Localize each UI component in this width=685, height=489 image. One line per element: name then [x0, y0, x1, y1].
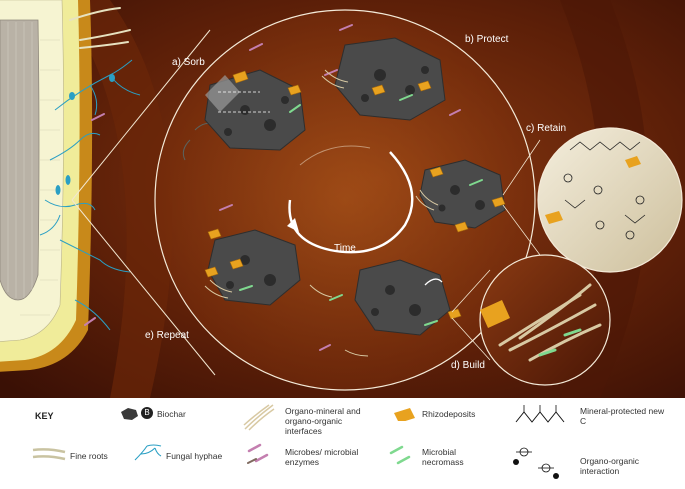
biochar-particle-retain [419, 159, 506, 229]
organo-interaction-icon [513, 447, 559, 479]
microbes-icon [247, 443, 269, 464]
time-label: Time [334, 243, 356, 254]
biochar-particle-sorb [204, 69, 306, 151]
soil-band [60, 0, 173, 398]
stage-label-build: d) Build [451, 360, 485, 371]
key-organo-interaction-label: Organo-organic interaction [580, 456, 640, 476]
key-mineral-c-label: Mineral-protected new C [580, 406, 665, 426]
biochar-icon [121, 408, 138, 420]
build-rhizodeposit [480, 300, 510, 328]
necromass [239, 94, 483, 326]
stage-label-retain: c) Retain [526, 123, 567, 134]
time-arrowhead-icon [287, 218, 299, 232]
hyphae-spores [55, 74, 115, 195]
retain-zoom-circle [537, 127, 683, 273]
microbes [84, 24, 461, 351]
stage-label-repeat: e) Repeat [145, 330, 189, 341]
key-panel: KEY B Biochar Organo-mineral and organo-… [0, 398, 685, 489]
rhizodeposits-icon [394, 408, 415, 421]
key-microbes-label: Microbes/ microbial enzymes [285, 447, 359, 467]
zoom-lines [71, 29, 216, 376]
stage-label-sorb: a) Sorb [172, 57, 205, 68]
root-stele [0, 19, 40, 301]
stage-label-protect: b) Protect [465, 34, 509, 45]
biochar-particle-build [354, 259, 451, 336]
root-section [0, 0, 93, 372]
fine-roots-icon [32, 448, 66, 461]
key-rhizodeposits-label: Rhizodeposits [422, 409, 476, 419]
build-interfaces [498, 283, 602, 362]
retain-rhizodeposits [545, 156, 641, 224]
key-fine-roots-label: Fine roots [70, 451, 108, 461]
key-hyphae-label: Fungal hyphae [166, 451, 223, 461]
necromass-icon [389, 445, 411, 465]
interfaces-icon [243, 404, 275, 431]
biochar-particle-protect [334, 37, 446, 121]
fungal-hyphae-icon [134, 444, 162, 461]
mineral-protected-icon [515, 405, 565, 423]
time-cycle-arrow [288, 151, 414, 254]
diagram-illustration [0, 0, 685, 398]
mineral-bonding [563, 141, 646, 240]
biochar-particle-repeat [207, 229, 301, 306]
rhizodeposits [204, 70, 506, 320]
key-title: KEY [35, 411, 54, 421]
interfaces [204, 69, 439, 357]
main-circle [154, 9, 536, 391]
biochar-badge: B [141, 407, 153, 419]
key-biochar-label: Biochar [157, 409, 186, 419]
key-necromass-label: Microbial necromass [422, 447, 464, 467]
fine-roots [69, 7, 131, 49]
build-necromass [538, 328, 582, 357]
key-interfaces-label: Organo-mineral and organo-organic interf… [285, 406, 361, 436]
